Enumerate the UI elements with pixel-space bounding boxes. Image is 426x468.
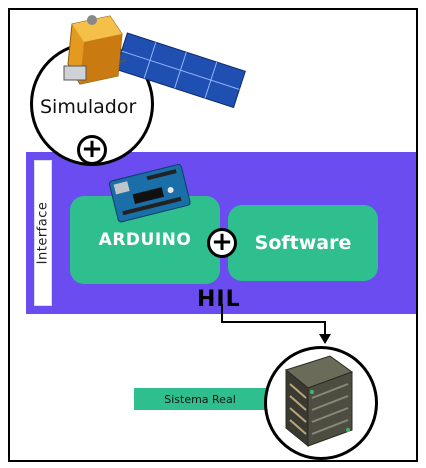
plus-icon: +	[207, 228, 237, 258]
real-system-label: Sistema Real	[164, 392, 236, 406]
simulator-label: Simulador	[40, 96, 137, 118]
software-box: Software	[228, 205, 378, 281]
interface-tab	[34, 160, 52, 306]
real-system-banner: Sistema Real	[134, 388, 266, 410]
software-label: Software	[254, 232, 352, 254]
hil-label: HIL	[197, 287, 241, 312]
plus-icon: +	[77, 135, 107, 165]
arduino-label: ARDUINO	[98, 230, 192, 250]
